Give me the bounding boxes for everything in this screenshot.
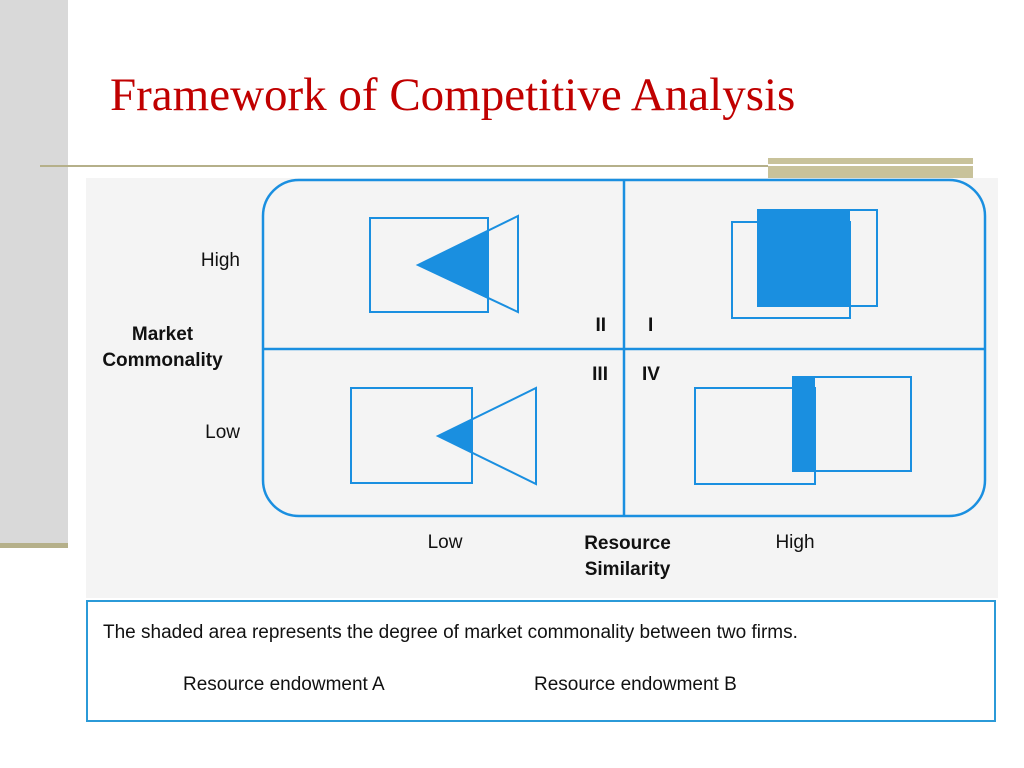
sidebar-decoration <box>0 0 68 545</box>
quadrant-label-i: I <box>648 315 654 336</box>
slide-title: Framework of Competitive Analysis <box>110 69 796 121</box>
x-axis-high-label: High <box>775 532 815 553</box>
y-axis-title-line1: Market <box>131 324 194 345</box>
legend-caption: The shaded area represents the degree of… <box>103 622 798 643</box>
x-axis-title-line1: Resource <box>584 533 671 554</box>
q4-shaded-overlap <box>793 377 815 471</box>
sidebar-rule <box>0 543 68 548</box>
q1-shaded-overlap <box>758 210 850 306</box>
legend-box <box>86 600 996 722</box>
quadrant-label-ii: II <box>595 315 606 336</box>
x-axis-low-label: Low <box>427 532 463 553</box>
quadrant-label-iv: IV <box>642 364 660 385</box>
q3-resource-b-triangle <box>435 386 537 486</box>
x-axis-title-line2: Similarity <box>584 559 671 580</box>
y-axis-low-label: Low <box>205 422 240 443</box>
q2-shaded-overlap <box>418 231 488 299</box>
legend-item-b-label: Resource endowment B <box>534 674 737 695</box>
title-rule <box>40 165 970 167</box>
y-axis-high-label: High <box>200 250 240 271</box>
title-accent-bar <box>768 158 973 178</box>
legend-item-a-label: Resource endowment A <box>183 674 385 695</box>
quadrant-label-iii: III <box>592 364 608 385</box>
q3-shaded-overlap <box>438 419 472 453</box>
y-axis-title-line2: Commonality <box>102 350 223 371</box>
